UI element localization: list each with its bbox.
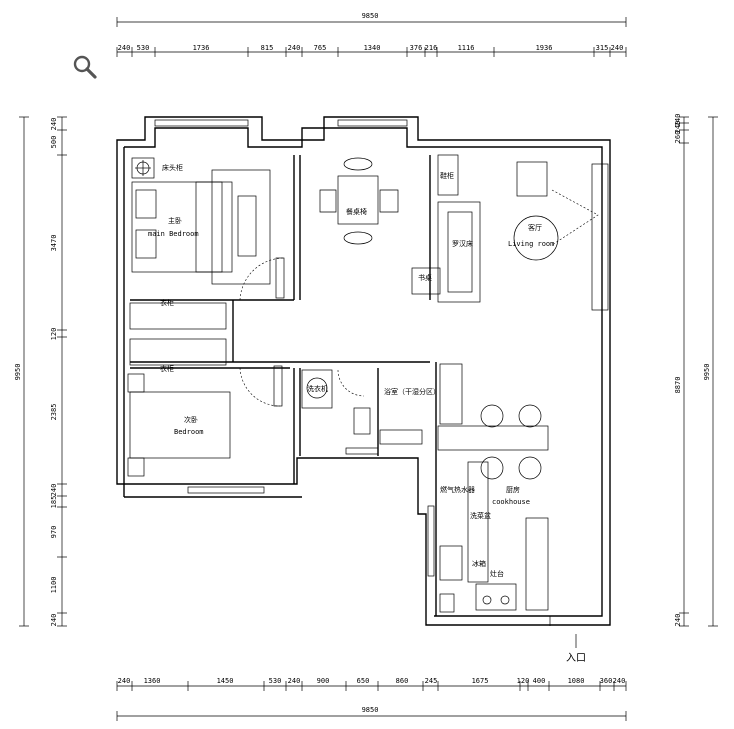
dim-left-8: 1100: [50, 577, 58, 594]
dim-bottom-14: 240: [613, 677, 626, 685]
dim-top-3: 815: [261, 44, 274, 52]
windows: [154, 119, 551, 626]
dimension-lines: 9850 240 530 1736 815 240 765 1340 376 2…: [14, 12, 718, 721]
dim-top-7: 376: [410, 44, 423, 52]
bath-label: 浴室（干湿分区）: [384, 387, 440, 396]
dim-right-2: 260: [674, 131, 682, 144]
master-bedroom-label: 主卧: [168, 216, 182, 225]
dim-left-9: 240: [50, 614, 58, 627]
dim-top-2: 1736: [193, 44, 210, 52]
dim-bottom-4: 240: [288, 677, 301, 685]
dim-top-10: 1936: [536, 44, 553, 52]
dim-right-1: 240: [674, 121, 682, 134]
dim-top-11: 315: [596, 44, 609, 52]
dim-bottom-8: 245: [425, 677, 438, 685]
shoe-cabinet-label: 鞋柜: [440, 171, 454, 180]
dim-right-3: 8870: [674, 377, 682, 394]
dim-right-0: 240: [674, 114, 682, 127]
dim-top-4: 240: [288, 44, 301, 52]
dim-bottom-7: 860: [396, 677, 409, 685]
sofa-label: 罗汉床: [452, 239, 473, 248]
living-room-label: 客厅: [528, 223, 542, 232]
bathroom: 洗衣机 浴室（干湿分区）: [301, 369, 440, 445]
dim-top-0: 240: [118, 44, 131, 52]
dim-bottom-6: 650: [357, 677, 370, 685]
gas-heater-label: 燃气热水器: [440, 485, 475, 494]
second-bedroom: 次卧 Bedroom: [127, 365, 283, 477]
kitchen-label: 厨房: [506, 485, 520, 494]
left-total-dimension: 9950: [14, 364, 22, 381]
dim-top-12: 240: [611, 44, 624, 52]
dim-left-4: 2385: [50, 404, 58, 421]
sink-label: 洗菜盆: [470, 511, 491, 520]
dim-bottom-3: 530: [269, 677, 282, 685]
kitchen: 厨房 cookhouse 燃气热水器 洗菜盆 冰箱 灶台: [437, 363, 549, 613]
wardrobe-b-label: 衣柜: [160, 364, 174, 373]
dim-bottom-0: 240: [118, 677, 131, 685]
dim-right-4: 240: [674, 614, 682, 627]
second-bedroom-en-label: Bedroom: [174, 428, 204, 436]
second-bedroom-label: 次卧: [184, 415, 198, 424]
desk-label: 书桌: [418, 273, 432, 282]
dim-bottom-2: 1450: [217, 677, 234, 685]
dim-left-6: 185: [50, 496, 58, 509]
top-total-dimension: 9850: [362, 12, 379, 20]
stove-label: 灶台: [490, 569, 504, 578]
wardrobes: 衣柜 衣柜: [129, 298, 227, 373]
dim-bottom-13: 360: [600, 677, 613, 685]
dining-table-label: 餐桌椅: [346, 207, 367, 216]
master-bedroom-en-label: main Bedroom: [148, 230, 199, 238]
master-bedroom: 床头柜 主卧 main Bedroom: [131, 157, 285, 301]
living-room-en-label: Living room: [508, 240, 554, 248]
dim-bottom-10: 120: [517, 677, 530, 685]
dim-left-1: 500: [50, 136, 58, 149]
dim-bottom-1: 1360: [144, 677, 161, 685]
dim-bottom-12: 1080: [568, 677, 585, 685]
wardrobe-a-label: 衣柜: [160, 298, 174, 307]
entry-label: 入口: [566, 653, 586, 664]
bottom-total-dimension: 9850: [362, 706, 379, 714]
dining-area: 餐桌椅: [319, 157, 399, 245]
dim-left-5: 240: [50, 484, 58, 497]
dim-bottom-11: 400: [533, 677, 546, 685]
dim-left-0: 240: [50, 118, 58, 131]
fridge-label: 冰箱: [472, 559, 486, 568]
kitchen-en-label: cookhouse: [492, 498, 530, 506]
walls: [116, 116, 611, 626]
dim-top-1: 530: [137, 44, 150, 52]
dim-top-6: 1340: [364, 44, 381, 52]
right-total-dimension: 9950: [703, 364, 711, 381]
wash-label: 洗衣机: [307, 384, 328, 393]
dim-top-8: 216: [425, 44, 438, 52]
living-room: 鞋柜 罗汉床 客厅 Living room 书桌: [411, 154, 609, 311]
dim-left-7: 970: [50, 526, 58, 539]
dim-top-9: 1116: [458, 44, 475, 52]
dim-left-3: 120: [50, 328, 58, 341]
dim-top-5: 765: [314, 44, 327, 52]
magnifier-icon[interactable]: [72, 54, 98, 80]
dim-bottom-9: 1675: [472, 677, 489, 685]
dim-bottom-5: 900: [317, 677, 330, 685]
bedside-label: 床头柜: [162, 163, 183, 172]
dim-left-2: 3470: [50, 235, 58, 252]
